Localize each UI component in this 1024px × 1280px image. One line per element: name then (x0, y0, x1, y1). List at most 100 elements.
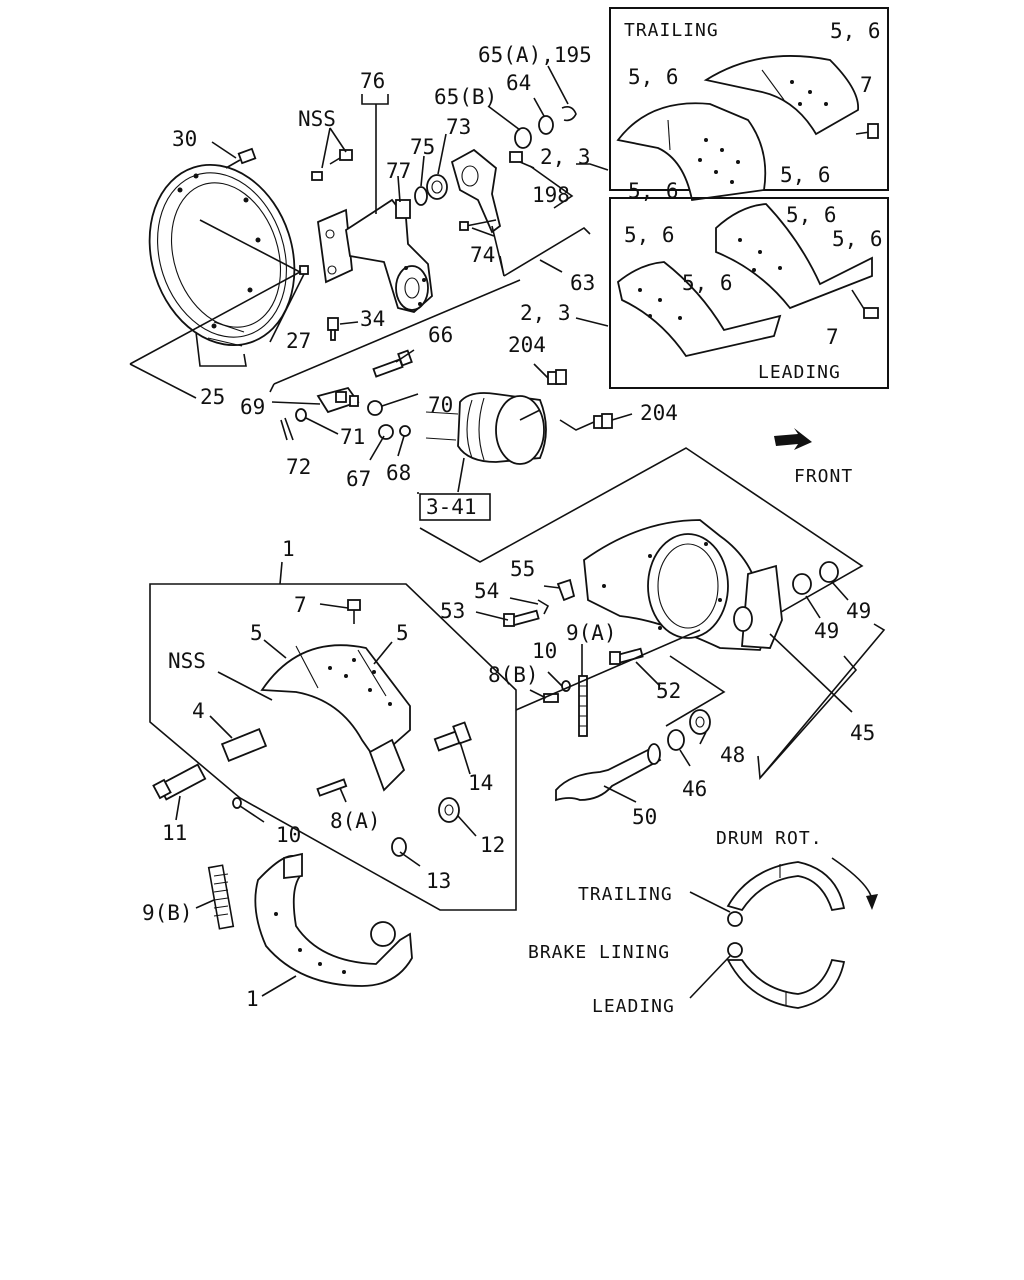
ring-65b (514, 127, 532, 149)
label-55: 55 (510, 557, 535, 581)
label-9a: 9(A) (566, 621, 617, 645)
label-72: 72 (286, 455, 311, 479)
label-204-lower: 204 (640, 401, 678, 425)
label-nss-mid: NSS (168, 649, 206, 673)
label-brake-lining: BRAKE LINING (528, 942, 670, 963)
label-25: 25 (200, 385, 225, 409)
nut-70 (367, 400, 383, 416)
label-53: 53 (440, 599, 465, 623)
label-leading-7: 7 (826, 325, 839, 349)
washer-46 (667, 729, 685, 751)
label-63: 63 (570, 271, 595, 295)
spring-9b (207, 864, 235, 930)
label-nss-top: NSS (298, 107, 336, 131)
label-1-bottom: 1 (246, 987, 259, 1011)
label-46: 46 (682, 777, 707, 801)
label-34: 34 (360, 307, 385, 331)
shoe-assembly-box (149, 561, 517, 911)
label-ref-3-41: 3-41 (426, 495, 477, 519)
label-68: 68 (386, 461, 411, 485)
grease-fitting-34 (327, 317, 339, 341)
label-77: 77 (386, 159, 411, 183)
label-71: 71 (340, 425, 365, 449)
pin-8a (316, 778, 348, 797)
label-30: 30 (172, 127, 197, 151)
label-50: 50 (632, 805, 657, 829)
brake-chamber-group (280, 349, 613, 521)
label-49-left: 49 (814, 619, 839, 643)
label-drum-rot: DRUM ROT. (716, 828, 823, 849)
label-7-shoe: 7 (294, 593, 307, 617)
label-5-right: 5 (396, 621, 409, 645)
bracket-69 (316, 386, 360, 414)
brake-spider-group (419, 447, 864, 651)
fitting-204-upper (547, 369, 567, 385)
leader-lines (129, 65, 886, 999)
label-75: 75 (410, 135, 435, 159)
label-8a: 8(A) (330, 809, 381, 833)
label-8b: 8(B) (488, 663, 539, 687)
label-leading-5-6-a: 5, 6 (786, 203, 837, 227)
pin-72 (280, 417, 294, 441)
label-trailing: TRAILING (578, 884, 673, 905)
nss-bolts (311, 149, 353, 181)
label-204-upper: 204 (508, 333, 546, 357)
label-66: 66 (428, 323, 453, 347)
bolt-7-leading (851, 289, 879, 319)
camshaft-50 (555, 743, 662, 802)
label-65b: 65(B) (434, 85, 497, 109)
plate-55 (556, 578, 576, 602)
roller-12 (438, 797, 460, 823)
label-9b: 9(B) (142, 901, 193, 925)
washer-71 (295, 408, 307, 422)
slack-adjuster (450, 148, 523, 234)
trailing-lining-box (609, 7, 889, 202)
brake-chamber (425, 392, 547, 465)
label-trailing-5-6-d: 5, 6 (780, 163, 831, 187)
label-76: 76 (360, 69, 385, 93)
bolt-7-shoe (347, 599, 361, 624)
label-trailing-5-6-b: 5, 6 (628, 65, 679, 89)
label-13: 13 (426, 869, 451, 893)
label-front: FRONT (794, 466, 853, 487)
bolt-27 (299, 265, 309, 275)
brake-shoe-upper (260, 644, 411, 792)
front-arrow-icon (774, 428, 812, 450)
bushing-49-a (792, 573, 812, 595)
bushing-49-b (819, 561, 839, 583)
seal-73 (426, 174, 448, 200)
label-1-top: 1 (282, 537, 295, 561)
ring-13 (391, 837, 407, 857)
label-198: 198 (532, 183, 570, 207)
label-leading-5-6-d: 5, 6 (682, 271, 733, 295)
camshaft-bracket (317, 198, 433, 313)
label-4: 4 (192, 699, 205, 723)
label-11: 11 (162, 821, 187, 845)
label-54: 54 (474, 579, 499, 603)
label-27: 27 (286, 329, 311, 353)
label-49-right: 49 (846, 599, 871, 623)
ring-10-left (232, 797, 242, 809)
bushing-77 (395, 199, 411, 219)
backing-plate-group (148, 106, 577, 347)
clip-54 (537, 599, 550, 615)
bolt-53 (503, 609, 540, 627)
label-leading-5-6-b: 5, 6 (624, 223, 675, 247)
leading-box-label: LEADING (758, 362, 841, 383)
label-5-left: 5 (250, 621, 263, 645)
spring-9a (578, 675, 588, 737)
washer-64 (538, 115, 554, 135)
label-2-3-top: 2, 3 (540, 145, 591, 169)
label-2-3-mid: 2, 3 (520, 301, 571, 325)
label-64: 64 (506, 71, 531, 95)
label-leading-5-6-c: 5, 6 (832, 227, 883, 251)
label-trailing-5-6-c: 5, 6 (628, 179, 679, 203)
label-12: 12 (480, 833, 505, 857)
bolt-7-trailing (855, 123, 879, 139)
brake-shoe-lower (254, 852, 413, 987)
label-65a-195: 65(A),195 (478, 43, 592, 67)
label-14: 14 (468, 771, 493, 795)
clip-65a (561, 106, 577, 122)
label-trailing-7: 7 (860, 73, 873, 97)
